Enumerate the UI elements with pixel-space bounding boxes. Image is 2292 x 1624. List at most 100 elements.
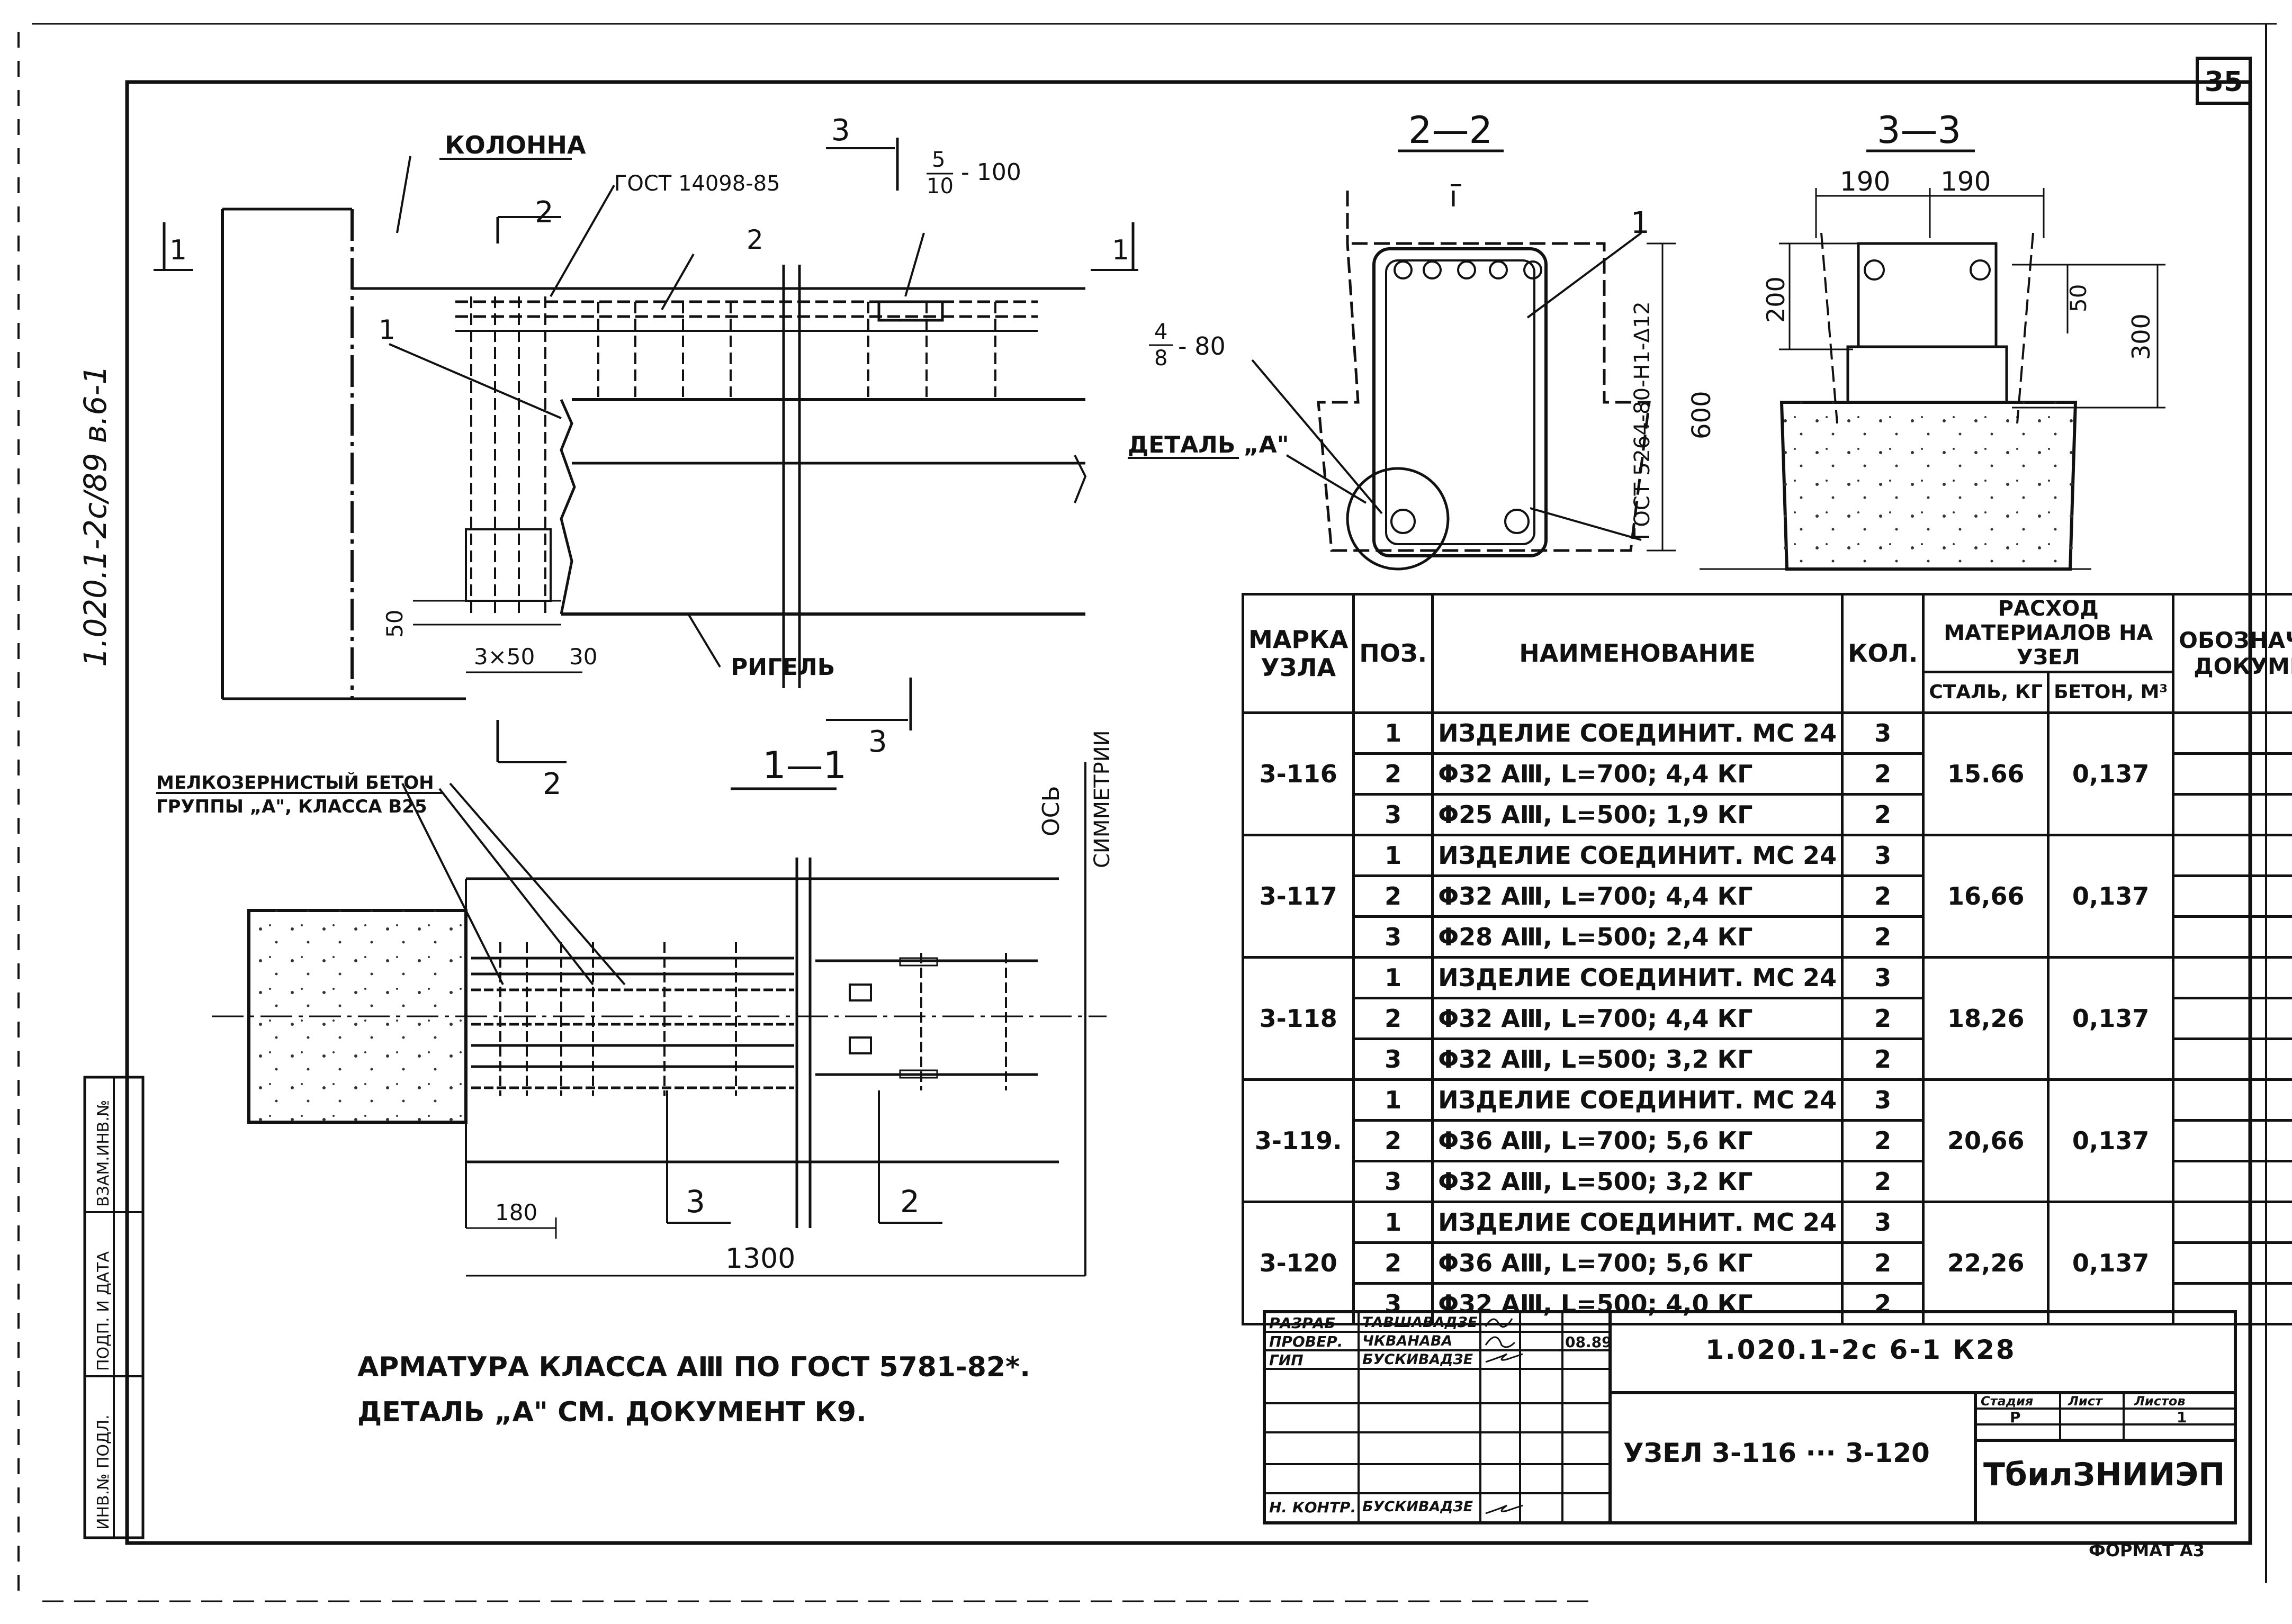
document-ref: В. 7-1 — [2172, 1078, 2292, 1122]
role-developer: РАЗРАБ — [1269, 1314, 1336, 1332]
role-gip: ГИП — [1269, 1351, 1304, 1369]
position: 3 — [1352, 1160, 1434, 1203]
section-2-2 — [1251, 184, 1676, 571]
name-checker: ЧКВАНАВА — [1362, 1333, 1453, 1349]
item-name: Φ32 АⅢ, L=500; 3,2 КГ — [1431, 1160, 1844, 1203]
col-name: НАИМЕНОВАНИЕ — [1431, 593, 1844, 714]
quantity: 2 — [1840, 915, 1925, 959]
section-3-3-dim-300: 300 — [2127, 313, 2155, 360]
section-2-2-title: 2—2 — [1408, 109, 1493, 152]
stage-label: Стадия — [1981, 1394, 2034, 1409]
section-2-2-weld-den: 8 — [1154, 346, 1167, 371]
quantity: 2 — [1840, 1160, 1925, 1203]
quantity: 3 — [1840, 711, 1925, 755]
quantity: 2 — [1840, 1282, 1925, 1325]
quantity: 2 — [1840, 1037, 1925, 1081]
quantity: 2 — [1840, 752, 1925, 796]
document-ref: Б.Ч. — [2172, 1037, 2292, 1081]
section-3-3 — [1700, 188, 2165, 571]
position: 1 — [1352, 711, 1434, 755]
section-3-3-dim-190b: 190 — [1940, 166, 1991, 197]
document-ref: Б.Ч. — [2172, 793, 2292, 836]
item-name: ИЗДЕЛИЕ СОЕДИНИТ. МС 24 — [1431, 1201, 1844, 1244]
date: 08.89 — [1565, 1333, 1612, 1351]
concrete-note-2: ГРУППЫ „А", КЛАССА В25 — [156, 796, 427, 817]
steel-kg: 16,66 — [1922, 834, 2050, 959]
name-developer: ТАВШАВАДЗЕ — [1362, 1314, 1478, 1331]
name-gip: БУСКИВАДЗЕ — [1362, 1351, 1473, 1368]
signatures — [1485, 1318, 1523, 1514]
section-1-1-pos2: 2 — [900, 1184, 920, 1220]
document-ref: В. 7-1 — [2172, 834, 2292, 877]
quantity: 2 — [1840, 874, 1925, 918]
position: 1 — [1352, 1078, 1434, 1122]
dim-3x50: 3×50 — [474, 644, 535, 670]
position: 3 — [1352, 1282, 1434, 1325]
steel-kg: 22,26 — [1922, 1201, 2050, 1325]
item-name: ИЗДЕЛИЕ СОЕДИНИТ. МС 24 — [1431, 711, 1844, 755]
label-weld-num: 5 — [932, 148, 945, 172]
position: 1 — [1352, 956, 1434, 999]
label-weld-den: 10 — [927, 174, 954, 199]
dim-1300: 1300 — [725, 1243, 795, 1275]
document-ref: Б.Ч. — [2172, 752, 2292, 796]
role-checker: ПРОВЕР. — [1269, 1333, 1343, 1350]
title-block-grid — [1266, 1313, 2234, 1521]
organization: ТбилЗНИИЭП — [1983, 1456, 2225, 1493]
item-name: ИЗДЕЛИЕ СОЕДИНИТ. МС 24 — [1431, 956, 1844, 999]
document-ref: Б.Ч. — [2172, 1160, 2292, 1203]
cut-mark-3-bottom: 3 — [868, 725, 887, 759]
quantity: 2 — [1840, 997, 1925, 1040]
cut-mark-1-left: 1 — [169, 234, 187, 266]
sheets-value: 1 — [2177, 1409, 2187, 1426]
concrete-note-1: МЕЛКОЗЕРНИСТЫЙ БЕТОН — [156, 772, 434, 793]
section-2-2-pos1: 1 — [1631, 206, 1650, 240]
section-1-1-title: 1—1 — [762, 744, 847, 787]
col-doc: ОБОЗНАЧЕНИЕ ДОКУМЕНТА — [2172, 593, 2292, 714]
document-ref: Б.Ч. — [2172, 874, 2292, 918]
quantity: 2 — [1840, 793, 1925, 836]
quantity: 3 — [1840, 956, 1925, 999]
elevation-view — [154, 138, 1138, 763]
section-3-3-dim-50: 50 — [2065, 284, 2091, 312]
item-name: Φ25 АⅢ, L=500; 1,9 КГ — [1431, 793, 1844, 836]
quantity: 2 — [1840, 1241, 1925, 1285]
doc-code: 1.020.1-2с 6-1 К28 — [1705, 1334, 2016, 1365]
position: 2 — [1352, 874, 1434, 918]
sheets-label: Листов — [2134, 1394, 2186, 1409]
quantity: 3 — [1840, 1078, 1925, 1122]
steel-kg: 15.66 — [1922, 711, 2050, 836]
label-beam: РИГЕЛЬ — [731, 654, 835, 681]
cut-mark-1-right: 1 — [1112, 234, 1129, 266]
concrete-m3: 0,137 — [2047, 956, 2175, 1081]
section-3-3-dim-200: 200 — [1761, 276, 1790, 323]
quantity: 2 — [1840, 1119, 1925, 1162]
note-detail-ref: ДЕТАЛЬ „А" СМ. ДОКУМЕНТ К9. — [357, 1396, 867, 1428]
dim-180: 180 — [495, 1199, 537, 1225]
position: 1 — [1352, 834, 1434, 877]
section-2-2-weld-num: 4 — [1154, 320, 1167, 344]
col-mark: МАРКА УЗЛА — [1241, 593, 1355, 714]
label-pos1-elev: 1 — [379, 314, 396, 345]
node-mark: 3-116 — [1241, 711, 1355, 836]
document-ref: Б.Ч. — [2172, 1119, 2292, 1162]
side-code: 1.020.1-2с/89 в.6-1 — [77, 365, 113, 667]
concrete-m3: 0,137 — [2047, 711, 2175, 836]
section-1-1-pos3: 3 — [686, 1184, 705, 1220]
concrete-m3: 0,137 — [2047, 1078, 2175, 1203]
col-consumption: РАСХОД МАТЕРИАЛОВ НА УЗЕЛ — [1922, 593, 2175, 673]
document-ref: Б.Ч. — [2172, 1282, 2292, 1325]
item-name: ИЗДЕЛИЕ СОЕДИНИТ. МС 24 — [1431, 834, 1844, 877]
cut-mark-2-top: 2 — [535, 195, 554, 230]
label-weld-suffix: - 100 — [961, 159, 1021, 186]
node-mark: 3-119. — [1241, 1078, 1355, 1203]
cut-mark-3-top: 3 — [831, 113, 850, 148]
stage-value: Р — [2010, 1409, 2021, 1426]
